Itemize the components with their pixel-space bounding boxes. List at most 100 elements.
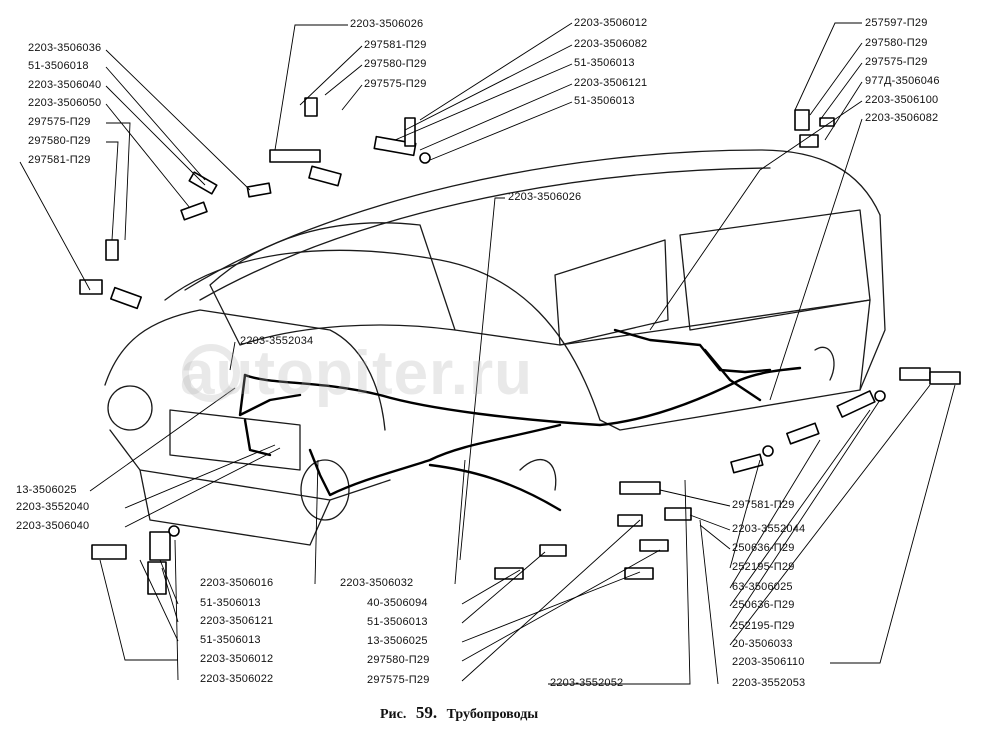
part-label: 2203-3506110 — [732, 656, 805, 668]
part-label: 40-3506094 — [367, 597, 428, 609]
part-label: 252195-П29 — [732, 620, 795, 632]
part-label: 2203-3506016 — [200, 577, 274, 589]
washer-3 — [762, 445, 774, 457]
leader-line — [548, 479, 691, 685]
hose-end-2 — [308, 165, 342, 187]
leader-line — [830, 384, 956, 664]
fitting-2 — [404, 117, 416, 147]
fitting-6 — [664, 507, 692, 521]
part-label: 257597-П29 — [865, 17, 928, 29]
caption-number: 59. — [415, 703, 438, 722]
leader-line — [729, 439, 821, 589]
hose-fitting-2 — [180, 201, 208, 221]
fitting-8 — [639, 539, 669, 552]
caption-title: Трубопроводы — [446, 707, 539, 722]
bolt-1 — [819, 117, 835, 127]
leader-line — [419, 22, 573, 121]
leader-line — [106, 141, 119, 241]
part-label: 13-3506025 — [16, 484, 77, 496]
leader-line — [105, 103, 191, 209]
leader-line — [324, 64, 363, 96]
headlamp — [107, 385, 153, 431]
part-label: 2203-3506012 — [574, 17, 648, 29]
bolt-2 — [91, 544, 127, 560]
part-label: 2203-3506100 — [865, 94, 939, 106]
part-label: 297575-П29 — [28, 116, 91, 128]
part-label: 297580-П29 — [28, 135, 91, 147]
part-label: 2203-3506040 — [16, 520, 90, 532]
leader-line — [461, 549, 661, 662]
leader-line — [461, 571, 641, 643]
leader-line — [794, 22, 862, 111]
part-label: 20-3506033 — [732, 638, 793, 650]
leader-line — [124, 444, 276, 509]
leader-line — [105, 85, 206, 186]
part-label: 2203-3552044 — [732, 523, 806, 535]
part-label: 2203-3506121 — [574, 77, 648, 89]
part-label: 51-3506013 — [200, 597, 261, 609]
leader-line — [729, 409, 871, 607]
center-line — [428, 463, 562, 512]
leader-line — [99, 559, 178, 661]
fitting-10 — [494, 567, 524, 580]
main-brake-line — [243, 366, 802, 427]
fog-lamp — [300, 459, 350, 521]
part-label: 2203-3506082 — [865, 112, 939, 124]
leader-line — [139, 559, 179, 642]
part-label: 2203-3506121 — [200, 615, 274, 627]
tee-1 — [79, 279, 103, 295]
leader-line — [689, 514, 731, 531]
part-label: 2203-3506022 — [200, 673, 274, 685]
figure-caption: Рис. 59. Трубопроводы — [380, 703, 538, 723]
leader-line — [159, 559, 179, 605]
part-label: 51-3506018 — [28, 60, 89, 72]
bumper — [109, 429, 391, 501]
rear-pillar — [859, 214, 886, 391]
part-label: 297575-П29 — [367, 674, 430, 686]
leader-line — [819, 62, 863, 121]
tee-4 — [619, 481, 661, 495]
leader-line — [89, 387, 236, 492]
leader-line — [19, 161, 91, 291]
leader-line — [394, 63, 573, 141]
leader-line — [729, 384, 931, 646]
hood-line — [164, 249, 601, 421]
grille — [169, 409, 301, 471]
rear-line — [613, 328, 772, 374]
leader-line — [174, 539, 179, 681]
clamp-2 — [304, 97, 318, 117]
leader-line — [274, 24, 348, 151]
washer-1 — [419, 152, 431, 164]
front-left-line — [238, 373, 302, 417]
leader-line — [404, 44, 573, 131]
part-label: 977Д-3506046 — [865, 75, 940, 87]
leader-line — [105, 66, 206, 181]
part-label: 2203-3506012 — [200, 653, 274, 665]
part-label: 2203-3552053 — [732, 677, 806, 689]
part-label: 2203-3506040 — [28, 79, 102, 91]
leader-line — [461, 569, 521, 605]
watermark-logo-icon — [182, 344, 240, 402]
side-panel — [454, 299, 871, 431]
leader-line — [729, 459, 761, 569]
leader-line — [729, 399, 881, 628]
leader-line — [161, 567, 179, 623]
leader-line — [429, 101, 573, 161]
leader-line — [699, 519, 719, 685]
leader-line — [461, 519, 641, 682]
fitting-4 — [786, 422, 820, 445]
fitting-5 — [730, 453, 764, 474]
side-window-1 — [554, 239, 669, 346]
left-lower-line — [243, 418, 272, 457]
leader-line — [824, 81, 863, 141]
washer-2 — [874, 390, 886, 402]
part-label: 297580-П29 — [367, 654, 430, 666]
part-label: 2203-3506026 — [508, 191, 582, 203]
part-label: 297580-П29 — [865, 37, 928, 49]
windshield — [209, 222, 456, 346]
part-label: 250636-П29 — [732, 599, 795, 611]
tee-2 — [269, 149, 321, 163]
hose-end-3 — [624, 567, 654, 580]
part-label: 297581-П29 — [732, 499, 795, 511]
